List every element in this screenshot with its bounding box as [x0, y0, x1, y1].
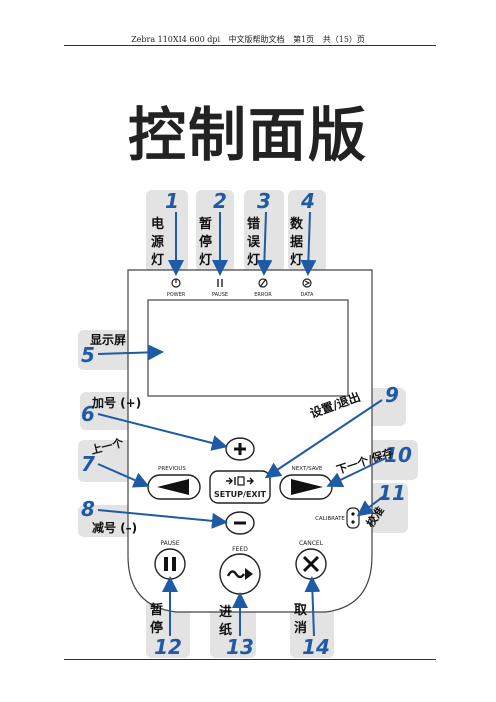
feed-button[interactable] — [219, 553, 261, 595]
callout-2-char-2: 停 — [199, 234, 212, 250]
callout-3-number: 3 — [257, 189, 271, 213]
plus-button[interactable] — [225, 437, 255, 461]
callout-4-char-2: 据 — [290, 234, 303, 250]
header-rule — [64, 45, 436, 46]
setup-exit-icon — [226, 476, 254, 486]
callout-12-char-2: 停 — [150, 620, 163, 636]
callout-14-char-1: 取 — [294, 603, 308, 618]
indicator-lights: POWER PAUSE ERROR DATA — [167, 278, 314, 298]
header-total: 共（15）页 — [322, 35, 365, 44]
callout-12-number: 12 — [154, 635, 182, 659]
error-light-icon — [258, 278, 268, 288]
callout-1-char-3: 灯 — [151, 252, 164, 268]
footer-rule — [64, 659, 436, 660]
footer-mark: . — [240, 655, 242, 662]
callout-4-char-3: 灯 — [290, 252, 303, 268]
callout-11-number: 11 — [378, 481, 406, 505]
callout-9-number: 9 — [385, 383, 399, 407]
callout-2-char-3: 灯 — [199, 252, 212, 268]
error-label: ERROR — [254, 292, 272, 298]
cancel-button[interactable] — [295, 548, 327, 580]
calibrate-label: CALIBRATE — [315, 516, 345, 522]
data-light-icon — [302, 278, 312, 288]
setup-exit-label: SETUP/EXIT — [214, 490, 267, 499]
previous-label: PREVIOUS — [158, 466, 186, 472]
callout-arrows — [97, 211, 387, 637]
callout-4-number: 4 — [300, 189, 315, 213]
callout-numbers: 1 2 3 4 5 6 7 8 9 10 11 12 13 14 — [81, 189, 412, 659]
feed-icon — [226, 568, 253, 580]
header-page: 第1页 — [293, 35, 315, 44]
callout-14-number: 14 — [302, 635, 330, 659]
setup-exit-button[interactable]: SETUP/EXIT — [209, 470, 271, 504]
callout-13-char-1: 进 — [219, 605, 232, 620]
callout-3-char-3: 灯 — [247, 252, 260, 268]
callout-12-char-1: 暂 — [150, 602, 163, 618]
close-icon — [302, 555, 320, 573]
pause-button-label: PAUSE — [160, 540, 180, 547]
display-screen — [147, 299, 349, 397]
arrow-left-icon — [157, 479, 189, 495]
callout-1-char-1: 电 — [151, 216, 164, 232]
calibrate-button[interactable] — [346, 507, 360, 529]
data-label: DATA — [301, 292, 314, 298]
callout-4-char-1: 数 — [290, 216, 304, 232]
page-title: 控制面版 — [127, 101, 368, 169]
previous-button[interactable] — [147, 474, 201, 500]
page-header: Zebra 110XI4 600 dpi 中文版帮助文档 第1页 共（15）页 — [0, 34, 496, 45]
callout-8-number: 8 — [81, 497, 95, 521]
callout-3-char-1: 错 — [247, 216, 260, 232]
callout-6-number: 6 — [81, 402, 95, 426]
callout-13-number: 13 — [226, 635, 254, 659]
power-label: POWER — [167, 292, 186, 298]
callout-2-char-1: 暂 — [199, 216, 212, 232]
pause-icon — [164, 557, 168, 571]
header-model: Zebra 110XI4 600 dpi — [131, 35, 220, 44]
pause-label: PAUSE — [212, 292, 228, 298]
header-doc: 中文版帮助文档 — [228, 35, 285, 44]
feed-label: FEED — [232, 546, 248, 553]
next-save-label: NEXT/SAVE — [292, 466, 323, 472]
next-save-button[interactable] — [279, 474, 333, 500]
callout-8-text: 减号 (–) — [92, 520, 137, 535]
callout-3-char-2: 误 — [247, 235, 261, 250]
callout-13-char-2: 纸 — [219, 622, 232, 638]
callout-14-char-2: 消 — [294, 620, 307, 636]
arrow-right-icon — [291, 479, 323, 495]
callout-5-text: 显示屏 — [90, 333, 126, 347]
callout-7-number: 7 — [81, 452, 95, 476]
callout-1-number: 1 — [165, 189, 179, 213]
pause-button[interactable] — [154, 548, 186, 580]
callout-2-number: 2 — [213, 189, 227, 213]
cancel-label: CANCEL — [299, 540, 324, 547]
callout-5-number: 5 — [81, 343, 95, 367]
power-light-icon — [171, 278, 181, 288]
minus-button[interactable] — [225, 511, 255, 535]
callout-1-char-2: 源 — [151, 234, 164, 250]
callout-10-number: 10 — [384, 443, 412, 467]
callout-6-text: 加号 (+) — [91, 395, 141, 410]
pause-light-icon — [217, 279, 223, 287]
